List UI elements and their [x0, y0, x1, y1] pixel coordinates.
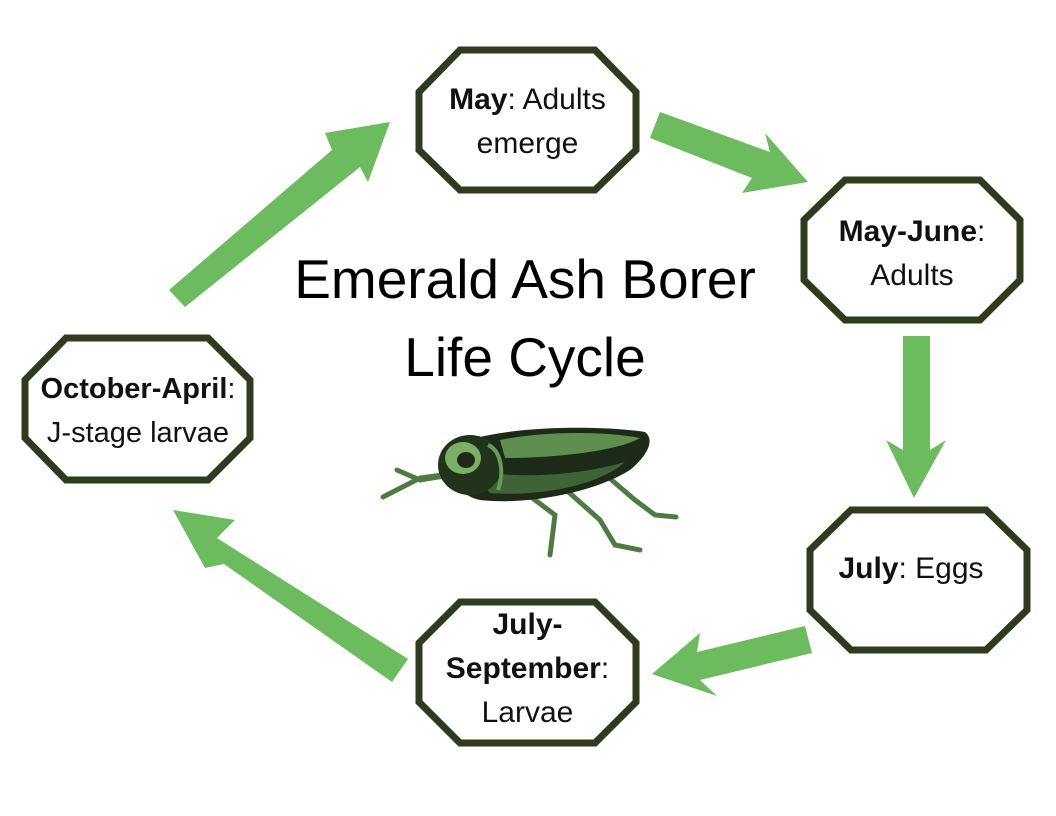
stage-may-line2: emerge	[476, 127, 579, 160]
stage-october-april-label: October-April	[40, 373, 228, 405]
stage-july-label: July	[838, 552, 899, 585]
stage-october-april: October-April: J-stage larvae	[22, 367, 254, 455]
arrow-mayjune-to-july	[886, 336, 946, 498]
beetle-icon	[380, 427, 679, 558]
arrow-julysept-to-october	[173, 510, 408, 682]
stage-may-june-label: May-June	[838, 215, 978, 248]
stage-july-september-line3: Larvae	[481, 696, 574, 729]
diagram-title: Emerald Ash Borer Life Cycle	[270, 240, 780, 396]
octagon-october-april	[21, 334, 254, 484]
stage-july: July: Eggs	[814, 547, 1008, 591]
title-line-1: Emerald Ash Borer	[294, 248, 756, 310]
stage-july-september: July- September: Larvae	[425, 603, 630, 735]
stage-october-april-sep: :	[227, 373, 236, 405]
octagon-may	[415, 46, 640, 194]
stage-may-june-line2: Adults	[870, 259, 954, 292]
stage-july-september-sep: :	[600, 652, 610, 685]
stage-may-desc: : Adults	[507, 83, 606, 116]
stage-may-label: May	[449, 83, 508, 116]
stage-may-june: May-June: Adults	[808, 210, 1016, 298]
arrow-may-to-mayjune	[650, 112, 808, 193]
stage-july-september-line1: July-	[492, 608, 563, 641]
stage-july-desc: : Eggs	[898, 552, 984, 585]
arrow-april-to-may	[169, 122, 390, 307]
stage-may-june-sep: :	[977, 215, 986, 248]
octagon-may-june	[800, 176, 1024, 324]
title-line-2: Life Cycle	[404, 326, 646, 388]
octagon-july-september	[415, 598, 640, 747]
stage-october-april-line2: J-stage larvae	[46, 417, 230, 449]
octagon-july	[806, 506, 1031, 654]
stage-may: May: Adults emerge	[425, 78, 630, 166]
stage-july-september-label: September	[445, 652, 601, 685]
arrow-july-to-julysept	[652, 626, 812, 696]
